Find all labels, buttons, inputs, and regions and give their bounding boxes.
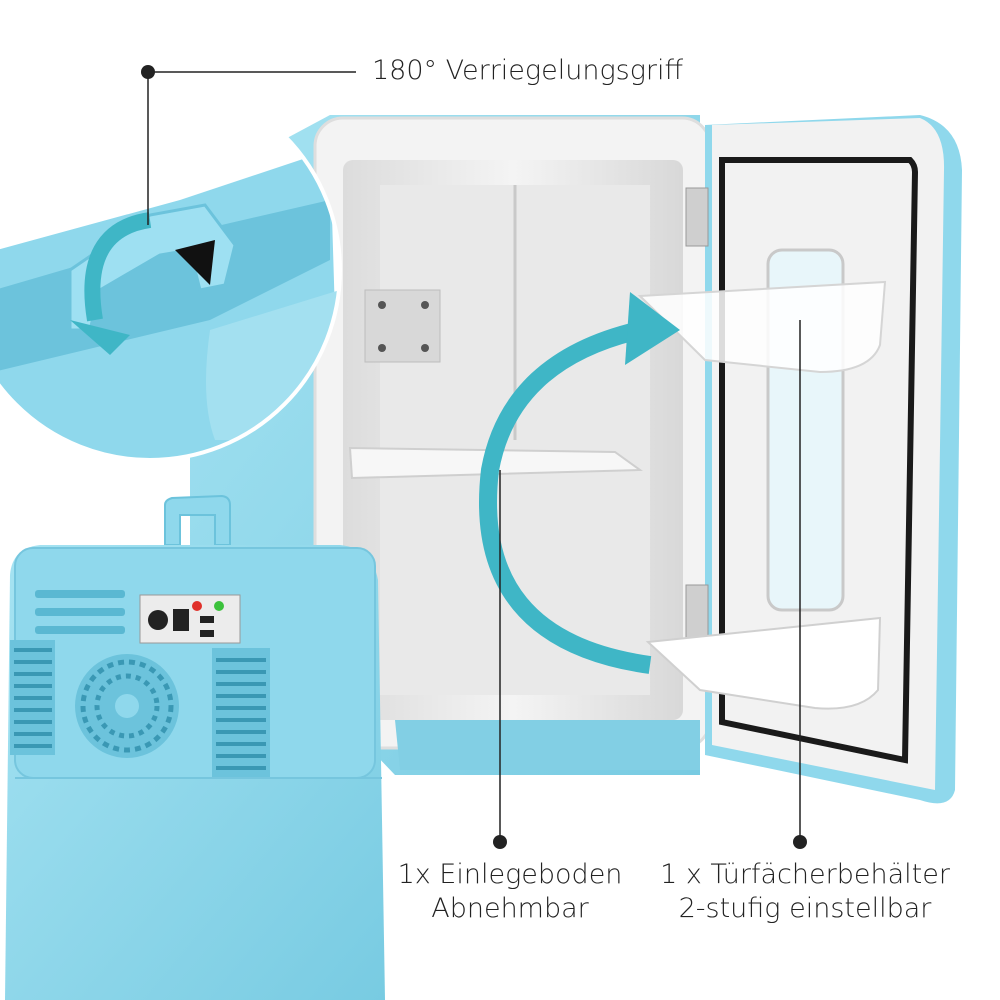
label-door-line2: 2-stufig einstellbar	[678, 893, 932, 924]
fan-grille-icon	[75, 654, 179, 758]
fridge-door	[637, 115, 962, 804]
label-handle: 180° Verriegelungsgriff	[372, 54, 683, 88]
label-shelf-line2: Abnehmbar	[431, 893, 589, 924]
vent-left	[10, 640, 55, 755]
fridge-back-view	[5, 494, 385, 1000]
callout-handle	[141, 65, 356, 225]
label-shelf-line1: 1x Einlegeboden	[397, 859, 623, 890]
callout-shelf	[493, 470, 507, 849]
led-red-icon	[192, 601, 202, 611]
control-panel	[139, 594, 241, 644]
label-handle-text: 180° Verriegelungsgriff	[372, 55, 684, 86]
label-door-line1: 1 x Türfächerbehälter	[660, 859, 950, 890]
handle-zoom-circle	[0, 78, 342, 462]
label-shelf: 1x Einlegeboden Abnehmbar	[380, 858, 640, 926]
callout-door	[793, 320, 807, 849]
vent-right	[212, 648, 270, 778]
led-green-icon	[214, 601, 224, 611]
vent-top	[35, 590, 125, 634]
curved-arrow-icon	[479, 292, 680, 674]
label-door-bin: 1 x Türfächerbehälter 2-stufig einstellb…	[650, 858, 960, 926]
